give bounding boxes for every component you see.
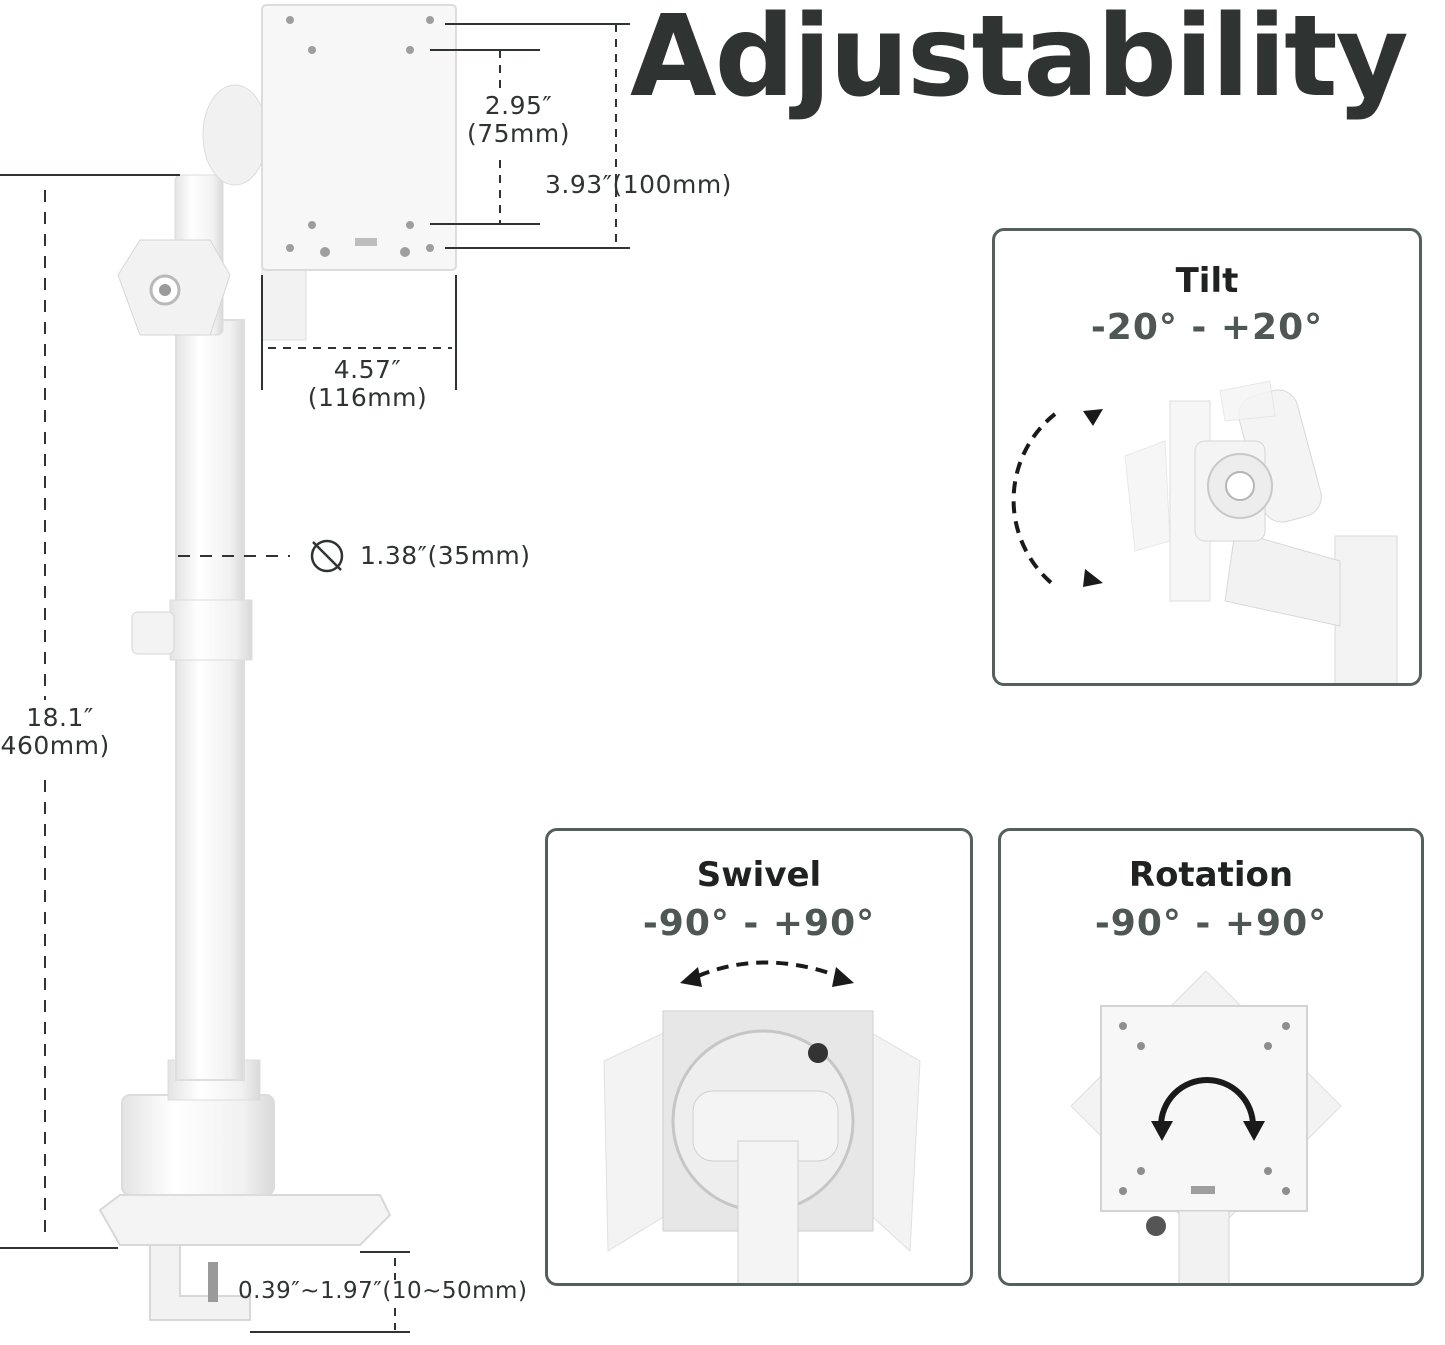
rotation-range: -90° - +90° [1094, 903, 1328, 944]
cable-clip [131, 611, 175, 655]
vesa-small-dimension: 2.95″ (75mm) [456, 92, 581, 148]
swivel-card: Swivel -90° - +90° [545, 828, 973, 1286]
vesa-plate [261, 4, 457, 271]
rotation-card: Rotation -90° - +90° [998, 828, 1424, 1286]
page-title: Adjustability [630, 0, 1409, 122]
vesa-small-mm: (75mm) [466, 119, 571, 148]
pole-diameter-dimension: 1.38″(35mm) [360, 541, 531, 570]
clamp-screw [208, 1262, 218, 1302]
clamp-range-dimension: 0.39″~1.97″(10~50mm) [238, 1278, 528, 1304]
tilt-card: Tilt -20° - +20° [992, 228, 1422, 686]
swivel-illustration [603, 960, 921, 1283]
rotation-title: Rotation [1128, 855, 1294, 895]
pole-height-dimension: 18.1″ (460mm) [0, 704, 120, 760]
tilt-illustration [1011, 380, 1398, 683]
plate-width-inch: 4.57″ [333, 355, 402, 384]
swivel-title: Swivel [696, 855, 822, 895]
pole [175, 319, 245, 1081]
plate-width-dimension: 4.57″ (116mm) [300, 356, 435, 412]
plate-width-mm: (116mm) [307, 383, 428, 412]
rotation-illustration [1070, 970, 1342, 1283]
pole-height-mm: (460mm) [0, 731, 110, 760]
tilt-range: -20° - +20° [1090, 307, 1324, 348]
vesa-small-inch: 2.95″ [484, 91, 553, 120]
vesa-large-dimension: 3.93″(100mm) [545, 170, 732, 199]
diameter-icon [310, 539, 344, 573]
pole-collar [169, 599, 253, 661]
clamp-jaw [149, 1244, 251, 1321]
swivel-range: -90° - +90° [642, 903, 876, 944]
clamp-block [121, 1094, 275, 1196]
pole-height-inch: 18.1″ [26, 703, 94, 732]
tilt-title: Tilt [1175, 261, 1239, 301]
desk-clamp [98, 1194, 392, 1246]
